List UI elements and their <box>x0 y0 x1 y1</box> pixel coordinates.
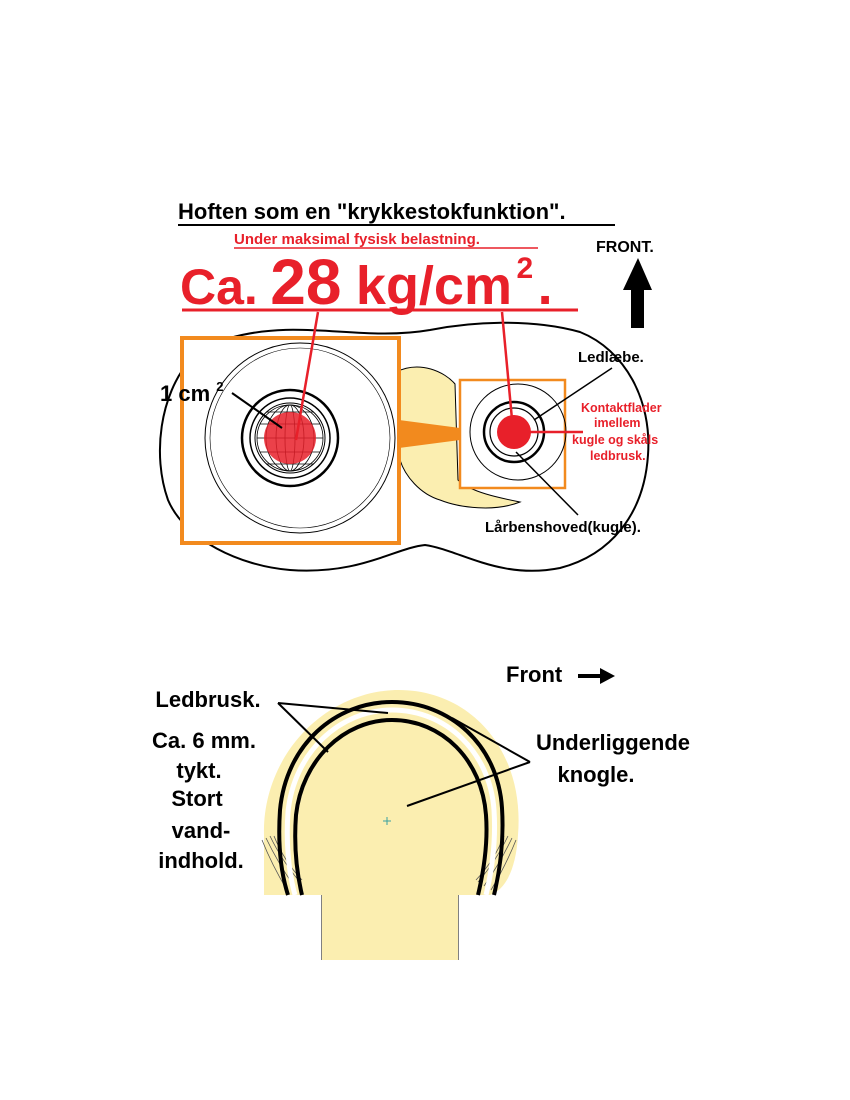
ring-large-mid <box>240 388 340 488</box>
ring-large-inner-2 <box>254 402 326 474</box>
top-diagram: Hoften som en "krykkestokfunktion". Unde… <box>158 199 662 572</box>
ring-large-inner <box>249 397 331 479</box>
knogle-line2: knogle. <box>557 762 634 787</box>
pressure-pointer-left <box>294 311 320 441</box>
cartilage-inner <box>293 717 489 896</box>
area-label-text: 1 cm <box>160 381 210 406</box>
diagram-title: Hoften som en "krykkestokfunktion". <box>178 199 566 224</box>
pressure-prefix: Ca. <box>180 259 258 315</box>
shaft-fill <box>322 895 458 960</box>
outer-ring-large-2 <box>209 347 391 529</box>
pointer-laarbenshoved <box>515 451 579 516</box>
ledbrusk-line2: Ca. 6 mm. <box>152 728 256 753</box>
pressure-pointer-right <box>500 311 515 431</box>
pointer-knogle-top <box>451 717 531 763</box>
kontakt-line4: ledbrusk. <box>590 449 646 463</box>
ledbrusk-line3: tykt. <box>176 758 221 783</box>
femoral-neck <box>395 366 522 509</box>
ledbrusk-label: Ledbrusk. Ca. 6 mm. tykt. Stort vand- in… <box>152 687 261 873</box>
front-label: FRONT. <box>596 239 654 256</box>
area-label: 1 cm 2 <box>160 379 224 406</box>
ledbrusk-line4: Stort <box>171 786 223 811</box>
pressure-suffix: . <box>538 256 553 316</box>
diagram-subtitle: Under maksimal fysisk belastning. <box>234 231 480 248</box>
center-marker-icon <box>383 817 391 825</box>
area-pointer <box>231 392 283 429</box>
knogle-line1: Underliggende <box>536 730 690 755</box>
ledbrusk-line1: Ledbrusk. <box>155 687 260 712</box>
ledbrusk-line5: vand- <box>172 818 231 843</box>
pointer-ledbrusk-side <box>277 702 329 753</box>
kontakt-line1: Kontaktflader <box>581 401 662 415</box>
front-label-bottom: Front <box>506 662 563 687</box>
bottom-diagram: Front <box>152 662 690 960</box>
pressure-unit: kg/cm <box>356 256 512 316</box>
front-arrow-right-icon <box>578 668 615 684</box>
label-kontaktflader: Kontaktflader imellem kugle og skåls led… <box>572 401 662 463</box>
knogle-label: Underliggende knogle. <box>536 730 690 787</box>
pointer-ledlaebe <box>533 367 613 421</box>
label-ledlaebe: Ledlæbe. <box>578 349 644 366</box>
kontakt-line2: imellem <box>594 416 641 430</box>
pointer-ledbrusk-top <box>277 702 389 714</box>
cartilage-white <box>284 707 498 896</box>
area-label-superscript: 2 <box>216 379 223 394</box>
outer-ring-large <box>204 342 396 534</box>
front-arrow-icon <box>623 258 652 328</box>
label-laarbenshoved: Lårbenshoved(kugle). <box>485 519 641 536</box>
pressure-value: Ca. 28 kg/cm 2 . <box>180 246 553 318</box>
pointer-knogle-inner <box>406 761 531 807</box>
zoom-connector <box>399 420 460 448</box>
ledbrusk-line6: indhold. <box>158 848 244 873</box>
contact-area-small <box>497 415 531 449</box>
pressure-superscript: 2 <box>516 252 533 285</box>
kontakt-line3: kugle og skåls <box>572 433 658 447</box>
cartilage-outer <box>277 699 505 896</box>
pressure-number: 28 <box>270 246 341 318</box>
